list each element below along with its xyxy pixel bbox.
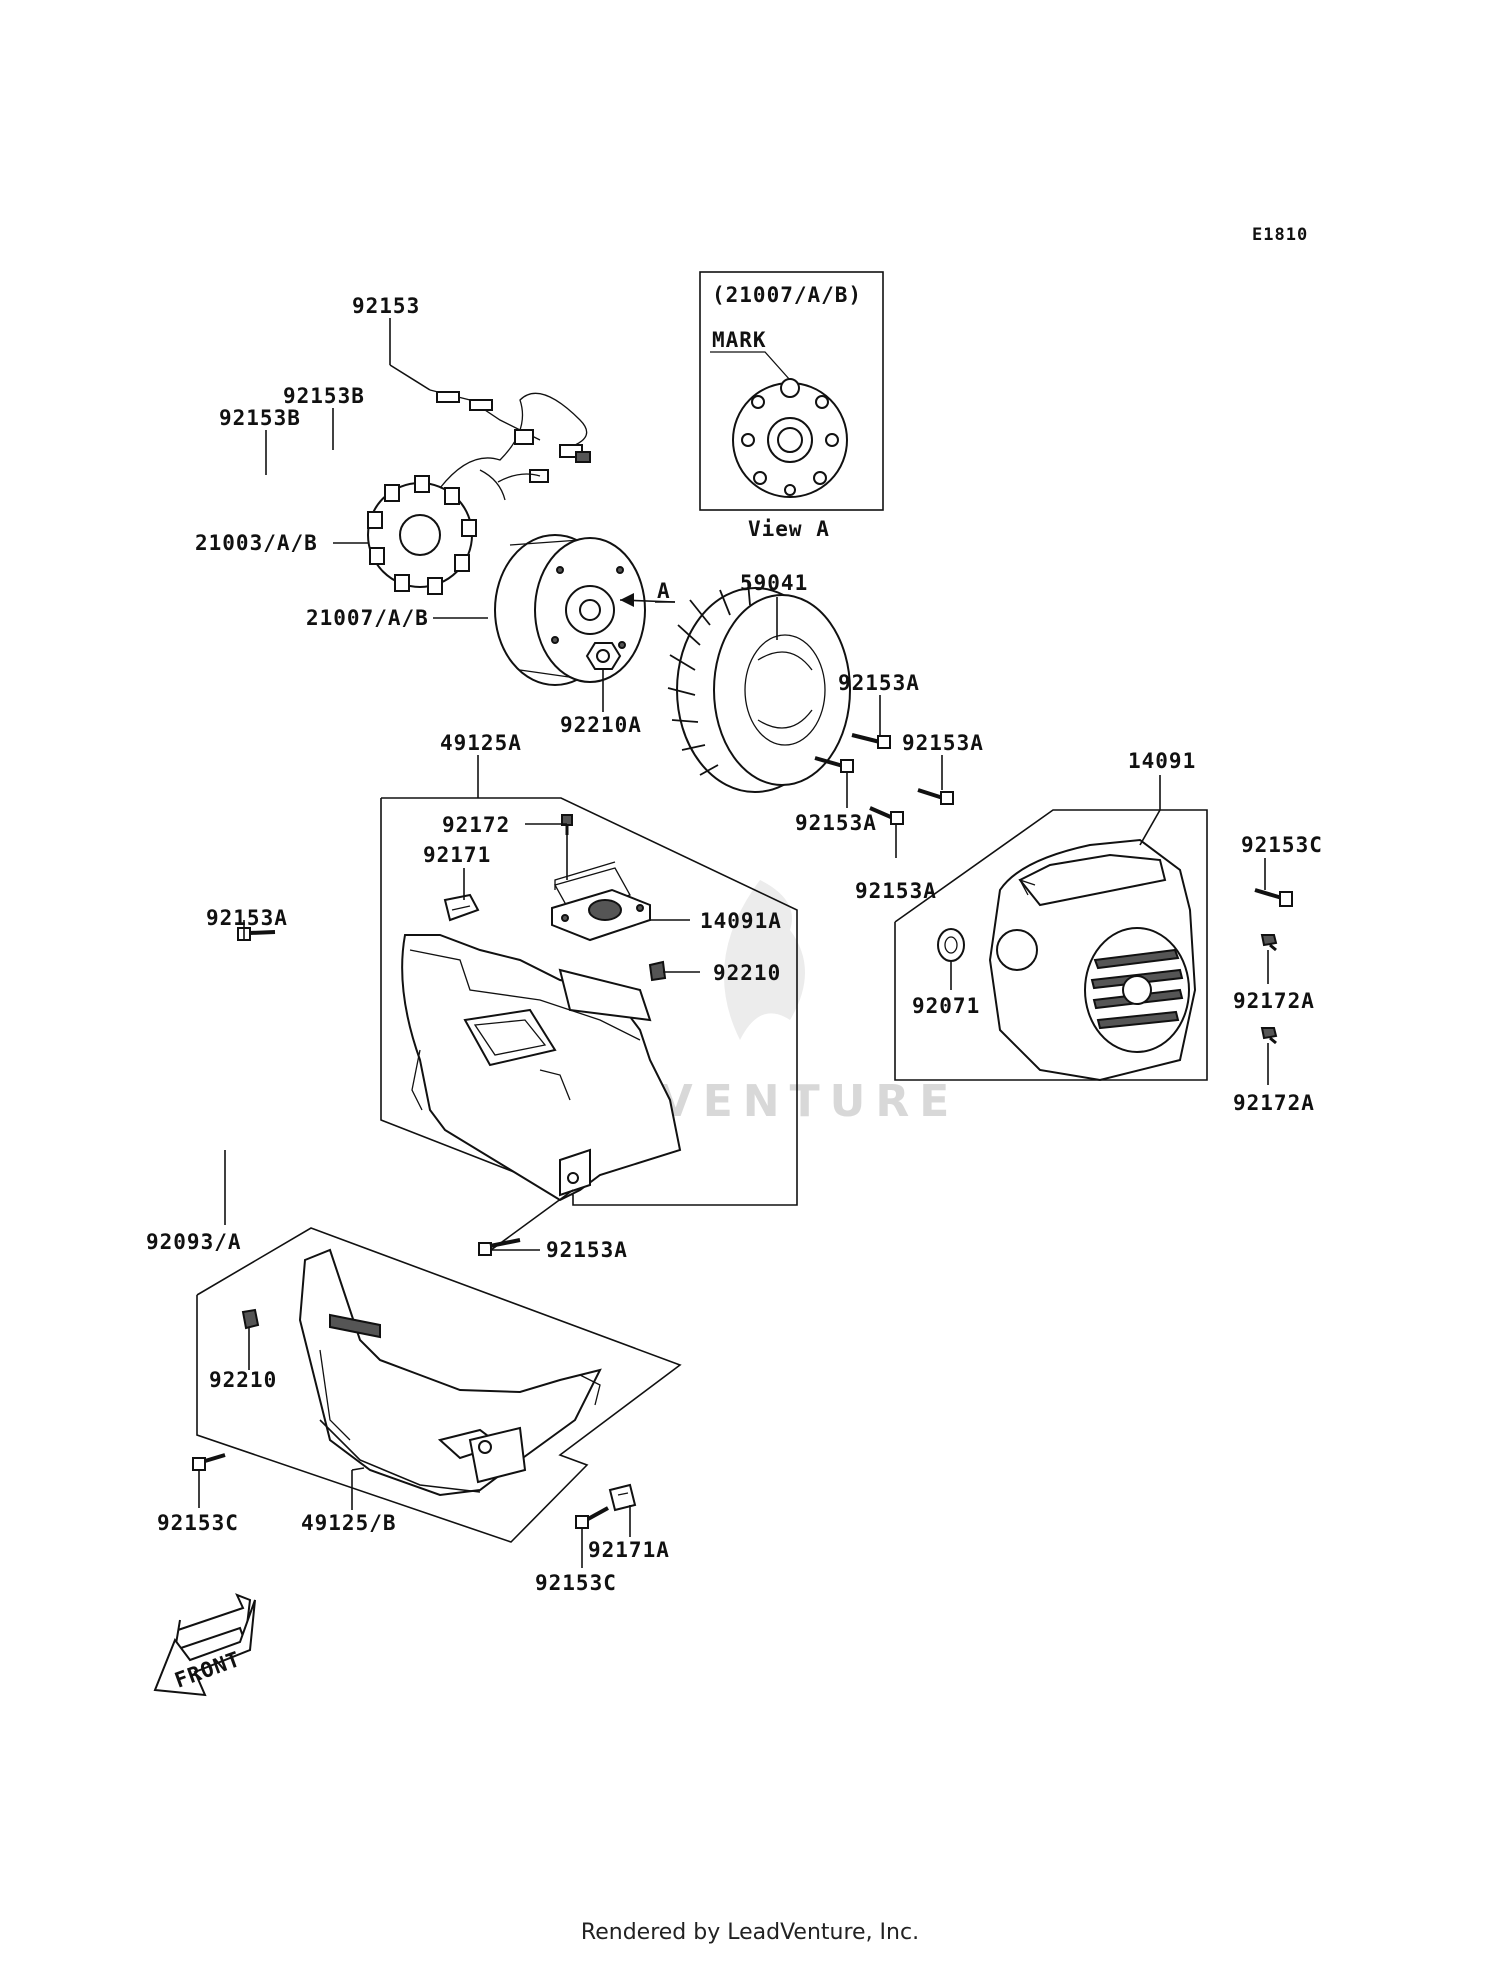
label-59041: 59041 (740, 571, 808, 595)
view-arrow-a: A (619, 579, 676, 607)
label-92153c-3: 92153C (535, 1571, 617, 1595)
label-92153a-3: 92153A (795, 811, 877, 835)
screw-92172a-lower (1260, 1027, 1278, 1045)
stator-21003 (367, 389, 591, 595)
label-21003: 21003/A/B (195, 531, 318, 555)
label-92153c-2: 92153C (157, 1511, 239, 1535)
front-arrow: FRONT (153, 1593, 256, 1697)
cover-14091-group (894, 809, 1208, 1082)
label-92210-1: 92210 (713, 961, 781, 985)
bolt-92153c-right (1254, 888, 1293, 907)
clip-92210-upper (648, 960, 667, 982)
label-92153b-2: 92153B (219, 406, 301, 430)
clip-92171 (443, 893, 480, 922)
part-labels: 92153 92153B 92153B 21003/A/B 21007/A/B … (146, 294, 1323, 1595)
label-92153a-6: 92153A (546, 1238, 628, 1262)
label-14091: 14091 (1128, 749, 1196, 773)
label-92153c-1: 92153C (1241, 833, 1323, 857)
label-14091a: 14091A (700, 909, 782, 933)
guide-14091a (551, 861, 651, 942)
label-92172a-2: 92172A (1233, 1091, 1315, 1115)
view-box-title: (21007/A/B) (712, 283, 862, 307)
bolt-92153c-lower (575, 1506, 609, 1529)
label-92210a: 92210A (560, 713, 642, 737)
nut-92210a (585, 642, 622, 670)
label-49125b: 49125/B (301, 1511, 397, 1535)
bolts-92153a-fan (814, 733, 954, 825)
label-92153a-4: 92153A (855, 879, 937, 903)
clip-92210-lower (241, 1308, 260, 1330)
label-92210-2: 92210 (209, 1368, 277, 1392)
flywheel-21007 (494, 534, 646, 686)
footer-credit: Rendered by LeadVenture, Inc. (580, 1920, 920, 1945)
label-92153: 92153 (352, 294, 420, 318)
view-a-inset: (21007/A/B) MARK View A (699, 271, 884, 541)
screw-92172a-upper (1260, 934, 1278, 952)
label-92153b-1: 92153B (283, 384, 365, 408)
gasket-92093 (162, 957, 288, 1153)
label-92153a-1: 92153A (838, 671, 920, 695)
clamp-92171a (608, 1483, 637, 1512)
view-box-caption: View A (748, 517, 830, 541)
shroud-49125b-group (196, 1227, 682, 1543)
label-92172: 92172 (442, 813, 510, 837)
label-92171: 92171 (423, 843, 491, 867)
view-arrow-label: A (657, 579, 671, 603)
label-92093: 92093/A (146, 1230, 242, 1254)
label-92153a-2: 92153A (902, 731, 984, 755)
label-92171a: 92171A (588, 1538, 670, 1562)
bolt-92153a-lower (478, 1238, 521, 1256)
bolt-92153c-left (192, 1453, 226, 1471)
label-92153a-5: 92153A (206, 906, 288, 930)
label-49125a: 49125A (440, 731, 522, 755)
label-92071: 92071 (912, 994, 980, 1018)
view-box-mark: MARK (712, 328, 767, 352)
label-92172a-1: 92172A (1233, 989, 1315, 1013)
diagram-code: E1810 (1252, 225, 1308, 245)
label-21007: 21007/A/B (306, 606, 429, 630)
fan-59041 (667, 581, 851, 793)
shroud-49125a-group (380, 797, 798, 1206)
washer-92071 (937, 928, 965, 962)
leader-lines (198, 318, 1269, 1568)
